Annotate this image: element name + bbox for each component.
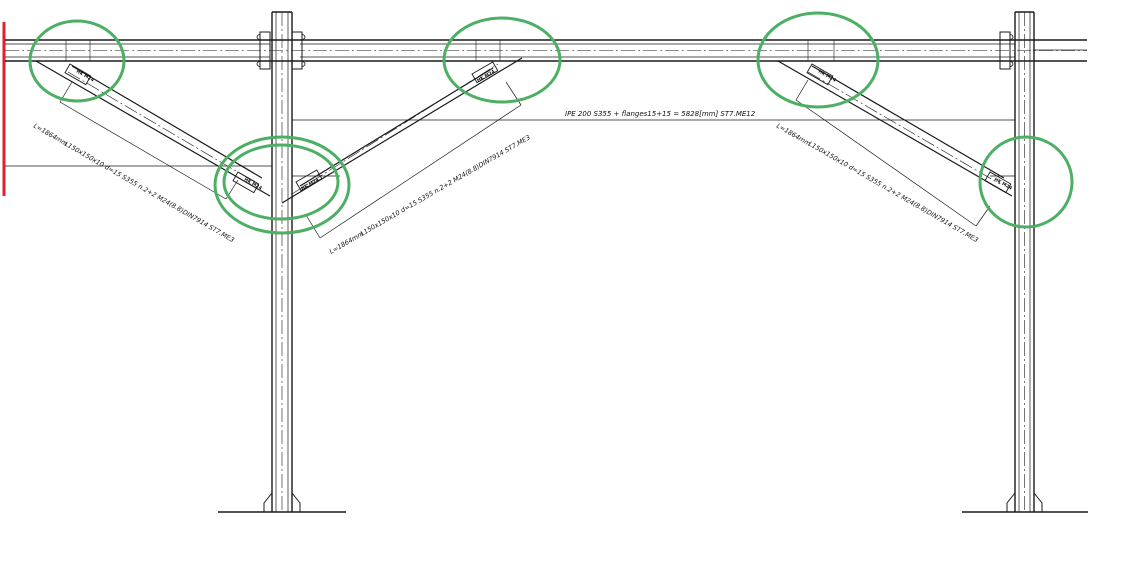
highlight-ellipse [978, 135, 1074, 229]
highlight-ellipse [222, 143, 340, 221]
highlight-ellipse [442, 16, 562, 104]
brace-left-a [35, 60, 271, 200]
highlight-markers [28, 11, 1074, 235]
left-column [218, 11, 346, 513]
highlight-ellipse [213, 135, 351, 235]
bolt-tag: HK M24 [75, 69, 95, 84]
brace-right-length: L=1864mm [775, 122, 812, 148]
top-beam [5, 31, 1087, 70]
highlight-ellipse [756, 11, 880, 109]
right-column [962, 11, 1088, 513]
beam-label: IPE 200 S355 + flanges15+15 = 5828[mm] S… [565, 110, 756, 118]
bolt-tag: HK M24 [817, 69, 837, 84]
brace-right-spec: L150x150x10 d=15 S355 n.2+2 M24(8.8)DIN7… [807, 140, 980, 244]
brace-left-b-spec: L150x150x10 d=15 S355 n.2+2 M24(8.8)DIN7… [359, 133, 532, 237]
brace-right [777, 60, 1013, 227]
highlight-ellipse [28, 19, 126, 103]
bolt-tag: HK M24 [243, 177, 263, 192]
